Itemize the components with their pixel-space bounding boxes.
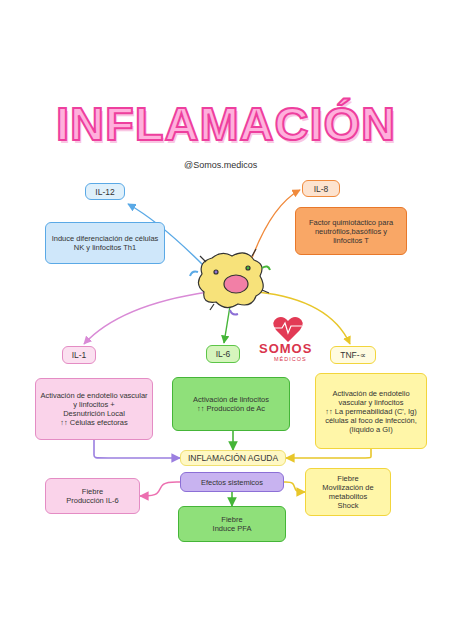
info-box: Activación de endotelio vascular y linfo…	[315, 373, 427, 449]
node-text: ↑↑ Células efectoras	[60, 418, 128, 427]
info-box: FiebreProducción IL-6	[45, 478, 140, 514]
node-text: INFLAMACIÓN AGUDA	[188, 453, 278, 463]
label-box: TNF-∝	[330, 346, 376, 364]
diagram-title: INFLAMACIÓN	[0, 96, 452, 151]
node-text: Activación de linfocitos	[193, 395, 269, 404]
connector-arrow	[231, 492, 233, 506]
node-text: IL-12	[95, 187, 114, 197]
info-box: Induce diferenciación de células NK y li…	[45, 222, 165, 264]
info-box: FiebreInduce PFA	[178, 506, 286, 542]
node-text: Factor quimiotáctico para neutrófilos,ba…	[300, 218, 402, 245]
connector-arrow	[94, 440, 180, 458]
node-text: Activación de endotelio vascular y linfo…	[40, 391, 148, 409]
info-box: Factor quimiotáctico para neutrófilos,ba…	[295, 207, 407, 255]
leader-arrow	[224, 306, 230, 343]
node-text: Shock	[338, 501, 359, 510]
node-text: IL-1	[72, 350, 87, 360]
info-box: Activación de endotelio vascular y linfo…	[35, 378, 153, 440]
label-box: IL-1	[62, 346, 96, 364]
node-text: ↑↑ Producción de Ac	[197, 404, 265, 413]
node-text: Efectos sistemicos	[201, 478, 263, 487]
leader-arrow	[258, 292, 350, 344]
node-text: Induce diferenciación de células NK y li…	[50, 234, 160, 252]
leader-arrow	[84, 292, 208, 344]
node-text: Induce PFA	[213, 524, 252, 533]
info-box: FiebreMovilización de metabolitosShock	[305, 468, 391, 516]
node-text: Fiebre	[337, 474, 358, 483]
node-text: Movilización de metabolitos	[310, 483, 386, 501]
info-box: Activación de linfocitos↑↑ Producción de…	[172, 377, 290, 431]
macrophage-cell	[190, 249, 270, 315]
label-box: IL-8	[302, 180, 340, 197]
node-text: ↑↑ La permeabilidad (C', Ig) células al …	[320, 407, 422, 434]
label-box: IL-6	[206, 345, 240, 363]
label-box: IL-12	[85, 183, 125, 200]
logo-text: MÉDICOS	[274, 356, 307, 362]
label-box: INFLAMACIÓN AGUDA	[180, 450, 286, 466]
connector-arrow	[284, 482, 305, 492]
node-text: IL-6	[216, 349, 231, 359]
node-text: Producción IL-6	[66, 496, 119, 505]
node-text: Fiebre	[221, 515, 242, 524]
leader-arrow	[252, 190, 300, 258]
connector-arrow	[140, 482, 180, 496]
node-text: Fiebre	[82, 487, 103, 496]
info-box: Efectos sistemicos	[180, 472, 284, 492]
node-text: IL-8	[314, 184, 329, 194]
node-text: Activación de endotelio vascular y linfo…	[320, 389, 422, 407]
node-text: Desnutrición Local	[63, 409, 125, 418]
connector-arrow	[286, 449, 371, 458]
logo-text: SOMOS	[259, 341, 312, 356]
logo-heart	[273, 317, 303, 342]
node-text: TNF-∝	[340, 350, 365, 360]
connector-arrow	[232, 431, 234, 450]
author-handle: @Somos.medicos	[184, 160, 257, 170]
